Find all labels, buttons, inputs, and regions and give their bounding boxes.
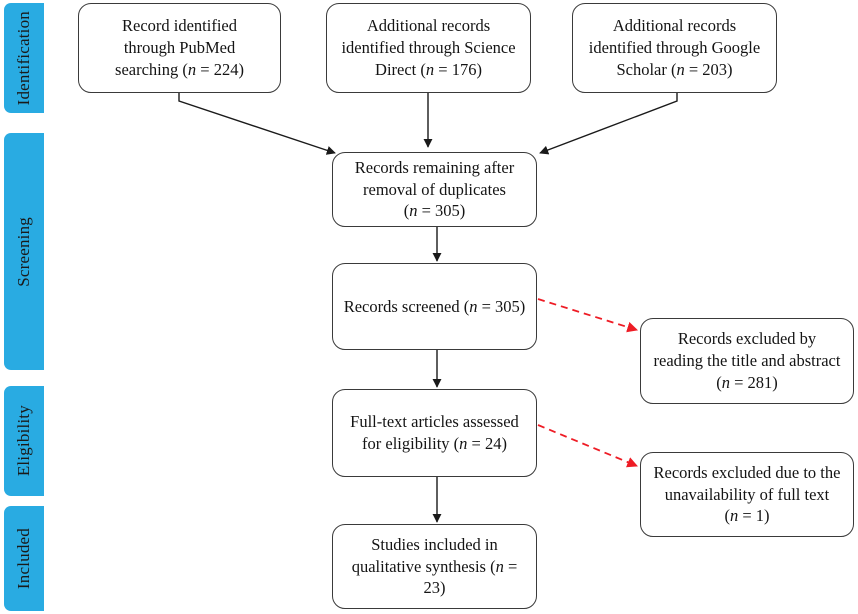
stage-tab-identification[interactable]: Identification <box>4 3 44 113</box>
node-duplicates-line-2: removal of duplicates <box>363 179 506 199</box>
node-pubmed-line-1: Record identified <box>121 16 237 36</box>
node-excluded-ta-line-3: (n = 281) <box>716 372 778 392</box>
node-excluded-ft-line-1: Records excluded due to the <box>653 462 841 482</box>
node-science-direct-line-2: identified through Science <box>341 38 516 58</box>
stage-label-screening: Screening <box>14 216 33 287</box>
node-google-scholar-line-3: Scholar (n = 203) <box>616 59 733 79</box>
node-fulltext-line-1: Full-text articles assessed <box>350 412 519 432</box>
node-pubmed-line-3: searching (n = 224) <box>115 59 244 79</box>
node-studies-included-text: Studies included in qualitative synthesi… <box>343 534 526 599</box>
node-pubmed-line-2: through PubMed <box>123 38 236 58</box>
node-science-direct-line-3: Direct (n = 176) <box>375 59 482 79</box>
node-studies-included[interactable]: Studies included in qualitative synthesi… <box>332 524 537 609</box>
edge-screened-to-excluded-title-abstract <box>537 298 639 333</box>
node-pubmed-records[interactable]: Record identified through PubMed searchi… <box>78 3 281 93</box>
node-records-after-duplicates-text: Records remaining after removal of dupli… <box>355 157 514 222</box>
node-excluded-ta-line-1: Records excluded by <box>677 329 817 349</box>
node-excluded-ft-line-2: unavailability of full text <box>664 484 830 504</box>
node-excluded-fulltext-text: Records excluded due to the unavailabili… <box>654 462 841 527</box>
node-records-excluded-title-abstract[interactable]: Records excluded by reading the title an… <box>640 318 854 404</box>
node-records-excluded-fulltext[interactable]: Records excluded due to the unavailabili… <box>640 452 854 537</box>
node-science-direct-records[interactable]: Additional records identified through Sc… <box>326 3 531 93</box>
node-excluded-title-abstract-text: Records excluded by reading the title an… <box>654 328 841 393</box>
node-google-scholar-line-1: Additional records <box>612 16 737 36</box>
stage-tab-eligibility[interactable]: Eligibility <box>4 386 44 496</box>
stage-label-included: Included <box>14 527 33 590</box>
node-records-screened-line-1: Records screened (n = 305) <box>343 296 526 316</box>
node-duplicates-line-3: (n = 305) <box>403 201 466 221</box>
node-included-line-2: qualitative synthesis (n = 23) <box>351 556 518 598</box>
node-excluded-ft-line-3: (n = 1) <box>724 506 770 526</box>
node-records-screened[interactable]: Records screened (n = 305) <box>332 263 537 350</box>
node-duplicates-line-1: Records remaining after <box>354 157 515 177</box>
edge-pubmed-to-duplicates <box>178 93 336 155</box>
node-records-after-duplicates[interactable]: Records remaining after removal of dupli… <box>332 152 537 227</box>
stage-tab-included[interactable]: Included <box>4 506 44 611</box>
node-fulltext-assessed[interactable]: Full-text articles assessed for eligibil… <box>332 389 537 477</box>
node-pubmed-records-text: Record identified through PubMed searchi… <box>115 15 244 80</box>
stage-tab-screening[interactable]: Screening <box>4 133 44 370</box>
node-google-scholar-records[interactable]: Additional records identified through Go… <box>572 3 777 93</box>
stage-label-eligibility: Eligibility <box>14 405 33 477</box>
node-records-screened-text: Records screened (n = 305) <box>344 296 526 318</box>
node-included-line-1: Studies included in <box>371 534 498 554</box>
node-excluded-ta-line-2: reading the title and abstract <box>653 351 841 371</box>
node-science-direct-line-1: Additional records <box>366 16 491 36</box>
edge-googlescholar-to-duplicates <box>539 93 678 155</box>
node-google-scholar-line-2: identified through Google <box>588 38 761 58</box>
stage-label-identification: Identification <box>14 10 33 106</box>
node-fulltext-line-2: for eligibility (n = 24) <box>362 434 507 453</box>
node-fulltext-assessed-text: Full-text articles assessed for eligibil… <box>350 411 519 455</box>
node-google-scholar-text: Additional records identified through Go… <box>589 15 760 80</box>
node-science-direct-text: Additional records identified through Sc… <box>341 15 515 80</box>
edge-fulltext-to-excluded-fulltext <box>537 424 638 468</box>
